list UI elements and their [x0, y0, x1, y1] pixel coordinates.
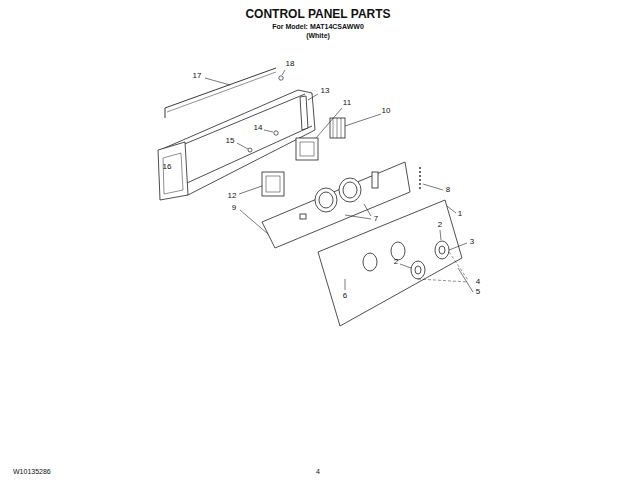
callout-number: 5: [476, 288, 480, 297]
callout-number: 9: [232, 204, 236, 213]
color-line: (White): [306, 32, 330, 40]
callout-number: 12: [228, 192, 237, 201]
callout-number: 2: [438, 221, 442, 230]
part-number: W10135286: [13, 468, 51, 476]
callout-number: 11: [343, 99, 351, 108]
dashed-guides: [418, 252, 468, 282]
callout-number: 10: [382, 107, 391, 116]
overlay-panel: [318, 200, 462, 326]
callout-number: 16: [163, 163, 172, 172]
knobs: [411, 241, 449, 279]
callout-number: 13: [321, 87, 330, 96]
model-line: For Model: MAT14CSAWW0: [272, 23, 364, 31]
callout-number: 2: [394, 258, 398, 267]
callout-number: 6: [343, 292, 347, 301]
callout-number: 8: [446, 186, 450, 195]
diagram-title: CONTROL PANEL PARTS: [245, 8, 390, 21]
callout-number: 1: [458, 210, 462, 219]
callout-number: 3: [470, 238, 474, 247]
callout-number: 7: [374, 215, 378, 224]
switches: [262, 118, 345, 196]
callout-number: 15: [226, 137, 235, 146]
leader-lines: [205, 70, 473, 292]
callout-number: 14: [254, 124, 263, 133]
callout-number: 18: [286, 60, 295, 69]
page-number: 4: [316, 468, 320, 476]
callout-number: 17: [193, 72, 202, 81]
dot-strip: [419, 167, 421, 189]
top-rail: [165, 68, 276, 118]
callout-number: 4: [476, 278, 480, 287]
